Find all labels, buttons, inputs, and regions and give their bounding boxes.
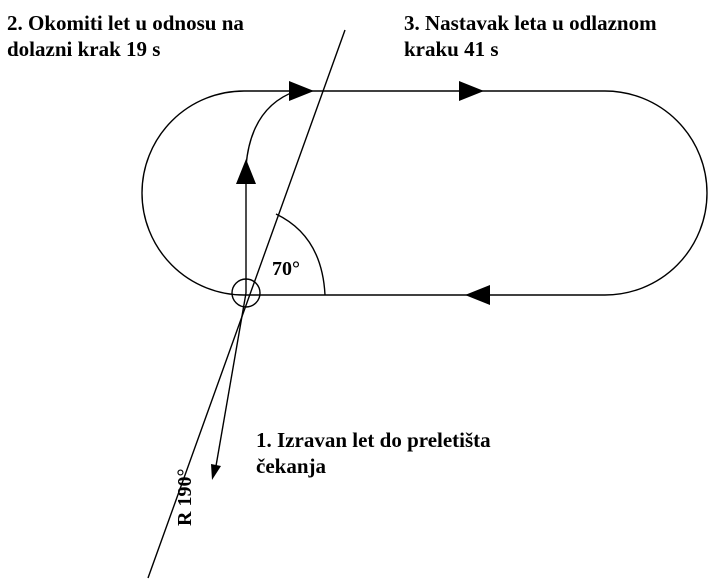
step3-line1: 3. Nastavak leta u odlaznom xyxy=(404,11,657,35)
radial-label: R 190° xyxy=(174,468,196,526)
upward-arrowhead xyxy=(236,159,256,184)
angle-label: 70° xyxy=(272,258,300,280)
turn-arc xyxy=(245,90,297,167)
step1-line2: čekanja xyxy=(256,454,326,478)
top-leg-arrowhead-1 xyxy=(289,81,314,101)
angle-arc xyxy=(275,213,326,296)
step2-label: 2. Okomiti let u odnosu na dolazni krak … xyxy=(7,10,244,62)
step2-line2: dolazni krak 19 s xyxy=(7,37,161,61)
step3-label: 3. Nastavak leta u odlaznom kraku 41 s xyxy=(404,10,657,62)
entry-track-line xyxy=(147,29,346,579)
holding-racetrack xyxy=(141,90,708,296)
radial-arrowhead xyxy=(211,464,221,480)
bottom-leg-arrowhead xyxy=(465,285,490,305)
step3-line2: kraku 41 s xyxy=(404,37,499,61)
radial-arrow-line xyxy=(215,292,247,467)
step1-line1: 1. Izravan let do preletišta xyxy=(256,428,491,452)
top-leg-arrowhead-2 xyxy=(459,81,484,101)
step2-line1: 2. Okomiti let u odnosu na xyxy=(7,11,244,35)
step1-label: 1. Izravan let do preletišta čekanja xyxy=(256,427,491,479)
